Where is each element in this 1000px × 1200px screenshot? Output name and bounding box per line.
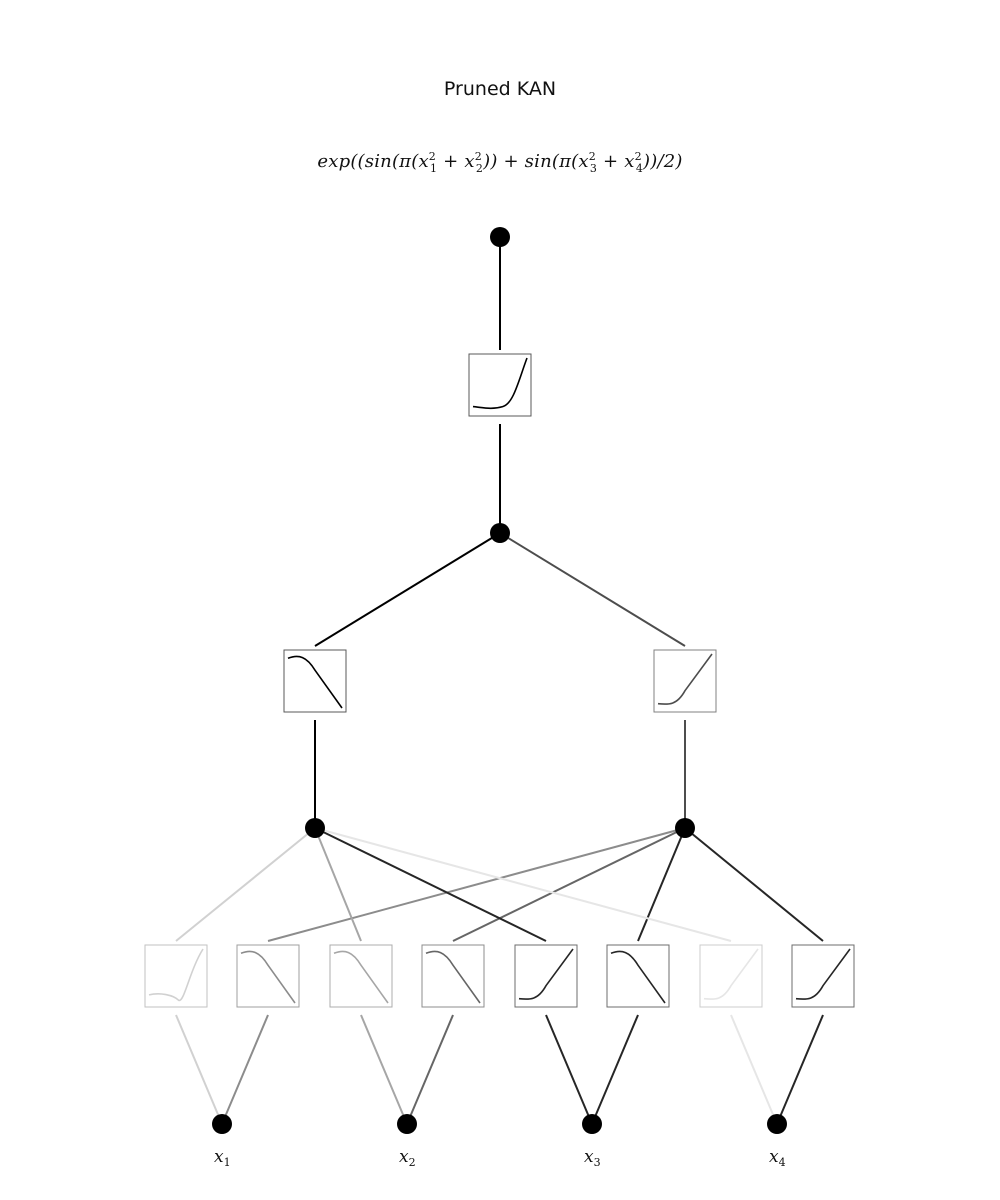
activation-curve-l1-0-0	[287, 655, 343, 709]
activation-box-l2-0-0	[468, 353, 532, 417]
page-title: Pruned KAN	[443, 78, 557, 100]
activation-curve-l0-1-1	[425, 950, 481, 1004]
formula-term-x2: x22	[464, 150, 484, 175]
activation-curve-l1-1-0	[657, 653, 713, 705]
formula-suffix: ))/2)	[643, 151, 683, 172]
edge-l0-3-0-lower	[730, 1014, 778, 1125]
activation-curve-l2-0-0	[472, 357, 528, 410]
edge-l0-1-1-upper	[452, 827, 686, 942]
activation-curve-l0-3-0	[703, 948, 759, 1000]
formula-plus-1: +	[437, 151, 465, 172]
edge-l0-2-1-lower	[591, 1014, 639, 1125]
formula-plus-2: +	[597, 151, 625, 172]
symbolic-formula: exp((sin(π(x21 + x22)) + sin(π(x23 + x24…	[0, 150, 1000, 175]
edge-l0-0-0-upper	[175, 827, 316, 942]
edge-l1-1-0-upper	[499, 532, 686, 647]
formula-mid: )) + sin(π(	[483, 151, 579, 172]
activation-box-l0-0-0	[144, 944, 208, 1008]
node-layer0-1	[397, 1114, 417, 1134]
node-layer0-3	[767, 1114, 787, 1134]
node-layer0-0	[212, 1114, 232, 1134]
edge-l0-2-0-upper	[314, 827, 547, 942]
edge-l0-0-1-upper	[267, 827, 686, 942]
activation-box-l0-2-1	[606, 944, 670, 1008]
activation-curve-l0-0-0	[148, 948, 204, 1002]
formula-term-x3: x23	[578, 150, 598, 175]
formula-prefix: exp((sin(π(	[317, 151, 419, 172]
node-layer1-1	[675, 818, 695, 838]
activation-curve-l0-3-1	[795, 948, 851, 1000]
activation-box-l0-1-1	[421, 944, 485, 1008]
input-label-x3: x3	[584, 1147, 601, 1169]
formula-term-x4: x24	[624, 150, 644, 175]
node-layer3-0	[490, 227, 510, 247]
node-layer0-2	[582, 1114, 602, 1134]
input-label-x2: x2	[399, 1147, 416, 1169]
input-label-x4: x4	[769, 1147, 786, 1169]
activation-curve-l0-0-1	[240, 950, 296, 1004]
edge-l0-2-1-upper	[637, 827, 686, 942]
activation-box-l1-0-0	[283, 649, 347, 713]
activation-box-l1-1-0	[653, 649, 717, 713]
edge-l0-3-1-lower	[776, 1014, 824, 1125]
edge-l0-3-1-upper	[684, 827, 824, 942]
edge-l0-0-0-lower	[175, 1014, 223, 1125]
edge-l0-1-0-lower	[360, 1014, 408, 1125]
activation-box-l0-2-0	[514, 944, 578, 1008]
edge-l0-3-0-upper	[314, 827, 732, 942]
edge-l0-1-0-upper	[314, 827, 362, 942]
node-layer2-0	[490, 523, 510, 543]
activation-curve-l0-2-1	[610, 950, 666, 1004]
input-label-x1: x1	[214, 1147, 231, 1169]
edge-l0-2-0-lower	[545, 1014, 593, 1125]
formula-term-x1: x21	[418, 150, 438, 175]
activation-curve-l0-1-0	[333, 950, 389, 1004]
activation-box-l0-0-1	[236, 944, 300, 1008]
activation-box-l0-3-1	[791, 944, 855, 1008]
edge-l0-1-1-lower	[406, 1014, 454, 1125]
activation-box-l0-3-0	[699, 944, 763, 1008]
activation-curve-l0-2-0	[518, 948, 574, 1000]
edge-l0-0-1-lower	[221, 1014, 269, 1125]
activation-box-l0-1-0	[329, 944, 393, 1008]
edge-l1-0-0-upper	[314, 532, 501, 647]
node-layer1-0	[305, 818, 325, 838]
